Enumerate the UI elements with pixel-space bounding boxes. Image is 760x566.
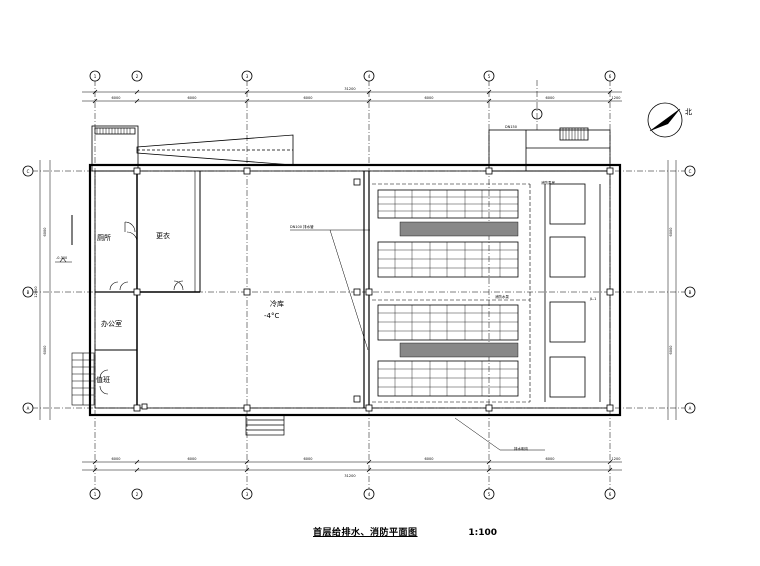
dimension-lines [39,91,677,471]
dim-top-seg-1: 6000 [112,96,121,100]
dim-top-seg-3: 6000 [304,96,313,100]
axis-lines [32,80,690,490]
rack-grid-lines [378,190,518,396]
dim-left-seg-1: 6000 [43,228,47,237]
annotation-outlet: DN150 [505,125,517,129]
dim-top-seg-6: 1200 [612,96,621,100]
dim-top-total: 31200 [344,87,355,91]
grid-label-bottom-3: 3 [246,492,249,497]
stair-bottom-left [71,352,95,406]
drawing-title-block: 首层给排水、消防平面图 1:100 [313,525,497,538]
grid-label-top-5: 5 [488,74,491,79]
dim-bottom-seg-6: 1200 [612,457,621,461]
elevation-mark [55,257,72,263]
grid-label-right-c: C [689,169,692,174]
grid-label-top-2: 2 [136,74,139,79]
grid-label-left-c: C [27,169,30,174]
grid-bubbles-top [89,70,616,82]
dim-bottom-seg-1: 6000 [112,457,121,461]
drawing-scale: 1:100 [468,528,498,538]
dim-top-seg-5: 6000 [546,96,555,100]
dim-right-seg-1: 6000 [669,228,673,237]
dim-left-seg-2: 6000 [43,346,47,355]
north-arrow-icon [647,102,683,138]
grid-label-bottom-2: 2 [136,492,139,497]
room-label-office: 办公室 [101,319,122,328]
grid-label-top-6: 6 [609,74,612,79]
dim-bottom-seg-3: 6000 [304,457,313,461]
grid-label-bottom-4: 4 [368,492,371,497]
drawing-title: 首层给排水、消防平面图 [313,528,418,538]
annotation-drain: 排水明沟 [514,446,528,451]
annex-top-right [488,127,611,172]
pump-units [544,183,601,402]
grid-label-bottom-5: 5 [488,492,491,497]
annotation-hydrant: 消防水泵 [495,294,509,299]
annotation-pipe-note: DN100 排水管 [290,224,314,229]
room-label-toilet: 厕所 [97,233,111,242]
rack-hatch [399,221,519,358]
room-label-cold-storage: 冷库 [270,299,284,308]
north-label: 北 [685,108,692,116]
grid-label-right-a: A [689,406,692,411]
dim-right-seg-2: 6000 [669,346,673,355]
annotation-riser: JL-1 [589,297,596,301]
stair-top-left [96,128,131,134]
room-label-change: 更衣 [156,231,170,240]
columns [133,167,614,412]
grid-label-top-3: 3 [246,74,249,79]
dimension-ticks [92,89,613,473]
dim-bottom-seg-5: 6000 [546,457,555,461]
grid-label-left-a: A [27,406,30,411]
grid-label-left-b: B [27,290,30,295]
elevation-label: -0.300 [56,256,67,260]
dim-bottom-seg-2: 6000 [188,457,197,461]
rack-block-1 [377,189,519,397]
dim-bottom-seg-4: 6000 [425,457,434,461]
pipe-leader [290,229,545,451]
room-label-duty: 值班 [96,375,110,384]
pipe-runs [372,183,531,403]
dim-left-total: 12000 [34,286,38,297]
annotation-pump-room: 消防泵房 [541,180,555,185]
dim-top-seg-4: 6000 [425,96,434,100]
grid-label-bottom-6: 6 [609,492,612,497]
dim-bottom-total: 31200 [344,474,355,478]
room-label-cold-temp: -4°C [264,312,279,320]
grid-label-bottom-1: 1 [94,492,97,497]
door-swings [99,221,184,395]
stair-top-right [562,128,585,140]
grid-label-top-4: 4 [368,74,371,79]
grid-bubbles-bottom [89,488,616,500]
grid-bubbles-sides [22,165,696,414]
grid-label-top-1: 1 [94,74,97,79]
entrance-steps [245,414,285,436]
grid-label-right-b: B [689,290,692,295]
dim-top-seg-2: 6000 [188,96,197,100]
